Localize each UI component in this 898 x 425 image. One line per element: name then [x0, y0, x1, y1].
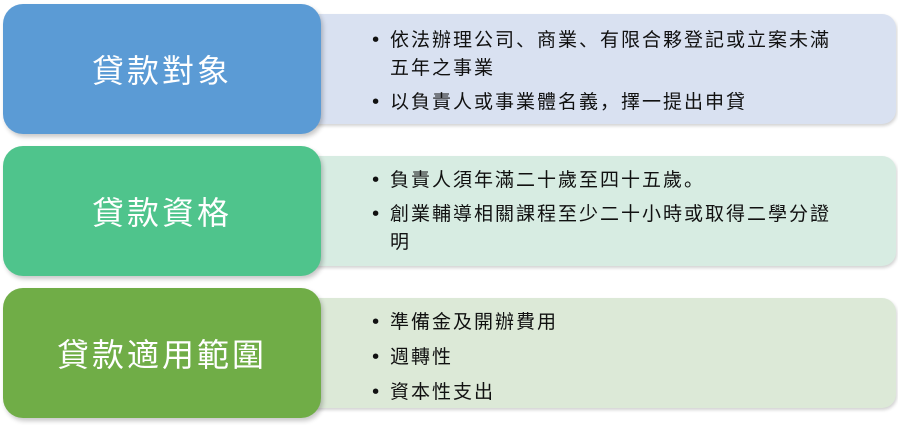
list-item: 負責人須年滿二十歲至四十五歲。 — [370, 166, 840, 194]
row-loan-eligibility: 貸款資格 負責人須年滿二十歲至四十五歲。 創業輔導相關課程至少二十小時或取得二學… — [0, 146, 898, 278]
loan-eligibility-title: 貸款資格 — [3, 146, 321, 276]
list-item: 資本性支出 — [370, 378, 840, 406]
row-loan-target: 貸款對象 依法辦理公司、商業、有限合夥登記或立案未滿五年之事業 以負責人或事業體… — [0, 4, 898, 136]
row-loan-scope: 貸款適用範圍 準備金及開辦費用 週轉性 資本性支出 — [0, 288, 898, 420]
list-item: 以負責人或事業體名義，擇一提出申貸 — [370, 88, 840, 116]
loan-eligibility-list: 負責人須年滿二十歲至四十五歲。 創業輔導相關課程至少二十小時或取得二學分證明 — [370, 166, 840, 262]
loan-target-title: 貸款對象 — [3, 4, 321, 134]
list-item: 週轉性 — [370, 343, 840, 371]
list-item: 準備金及開辦費用 — [370, 308, 840, 336]
loan-scope-list: 準備金及開辦費用 週轉性 資本性支出 — [370, 308, 840, 413]
list-item: 依法辦理公司、商業、有限合夥登記或立案未滿五年之事業 — [370, 26, 840, 82]
list-item: 創業輔導相關課程至少二十小時或取得二學分證明 — [370, 200, 840, 256]
loan-scope-title: 貸款適用範圍 — [3, 288, 321, 418]
loan-target-list: 依法辦理公司、商業、有限合夥登記或立案未滿五年之事業 以負責人或事業體名義，擇一… — [370, 26, 840, 122]
